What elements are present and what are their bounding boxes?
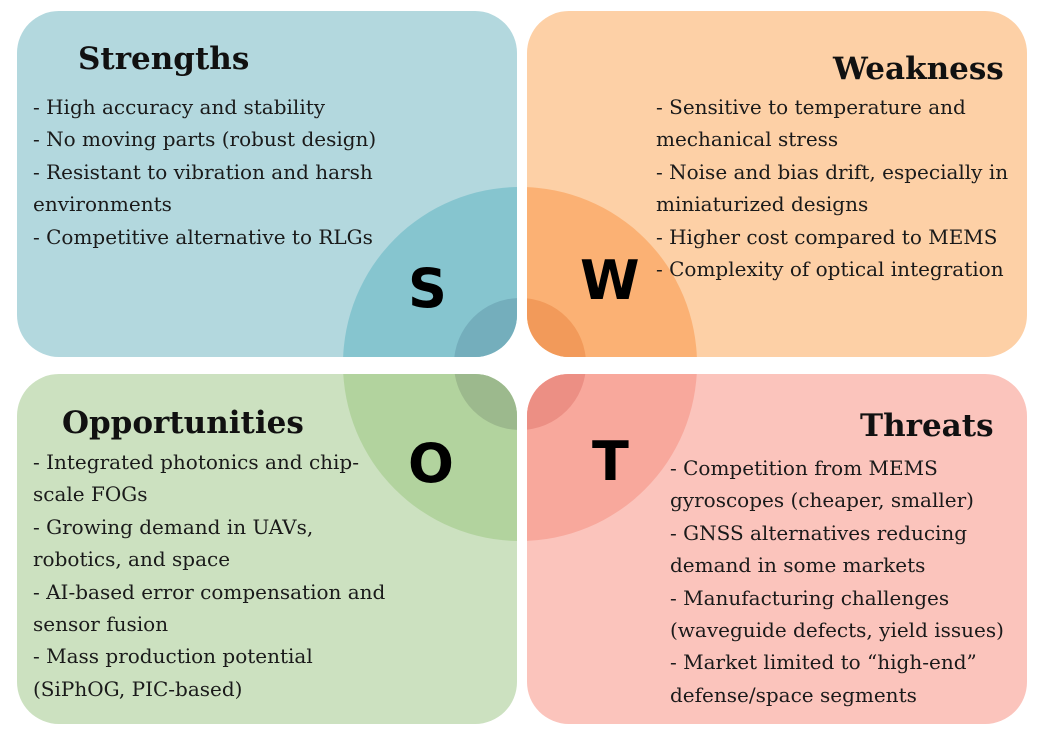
strengths-letter: S: [408, 257, 447, 320]
weakness-letter: W: [580, 249, 640, 312]
list-item: - No moving parts (robust design): [33, 127, 377, 152]
list-item: - Complexity of optical integration: [656, 257, 1004, 282]
opportunities-list: - Integrated photonics and chip-scale FO…: [33, 446, 403, 705]
list-item: - Integrated photonics and chip-scale FO…: [33, 450, 359, 507]
list-item: - AI-based error compensation and sensor…: [33, 579, 386, 637]
threats-title: Threats: [860, 408, 994, 444]
list-item: - Mass production potential (SiPhOG, PIC…: [33, 644, 313, 701]
list-item: - Noise and bias drift, especially in mi…: [656, 159, 1009, 217]
list-item: - Sensitive to temperature and mechanica…: [656, 95, 966, 152]
list-item: - GNSS alternatives reducing demand in s…: [670, 520, 968, 578]
strengths-title: Strengths: [78, 41, 250, 77]
threats-list: - Competition from MEMS gyroscopes (chea…: [670, 452, 1025, 711]
strengths-list: - High accuracy and stability - No movin…: [33, 91, 403, 253]
list-item: - Resistant to vibration and harsh envir…: [33, 159, 373, 217]
threats-letter: T: [592, 430, 629, 493]
opportunities-title: Opportunities: [62, 405, 304, 441]
list-item: - Growing demand in UAVs, robotics, and …: [33, 514, 314, 572]
list-item: - Competitive alternative to RLGs: [33, 224, 373, 249]
list-item: - Competition from MEMS gyroscopes (chea…: [670, 456, 974, 513]
list-item: - Manufacturing challenges (waveguide de…: [670, 585, 1004, 643]
list-item: - Market limited to “high-end” defense/s…: [670, 650, 977, 707]
opportunities-letter: O: [408, 432, 454, 495]
list-item: - High accuracy and stability: [33, 95, 326, 119]
list-item: - Higher cost compared to MEMS: [656, 224, 998, 249]
weakness-title: Weakness: [833, 51, 1004, 87]
weakness-list: - Sensitive to temperature and mechanica…: [656, 91, 1026, 285]
